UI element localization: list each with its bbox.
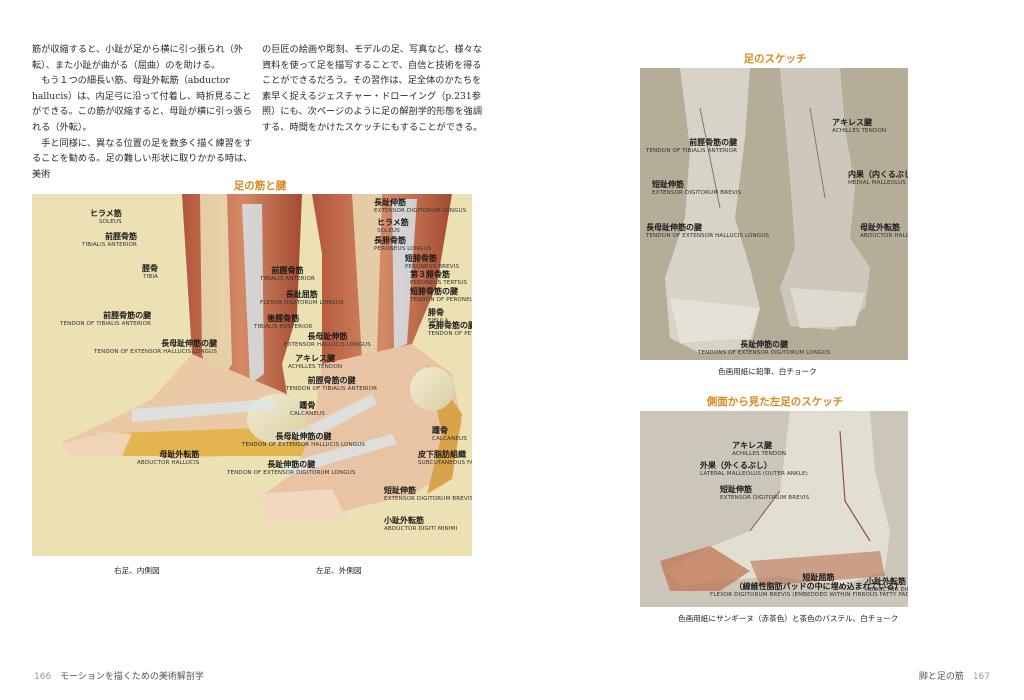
sketch2-title: 側面から見た左足のスケッチ xyxy=(706,396,844,408)
page-number-right: 167 xyxy=(972,672,990,682)
sketch1-label-medial-malleolus: 内果（内くるぶし）MEDIAL MALLEOLUS (INNER ANKLE) xyxy=(848,170,908,186)
chapter-title: 脚と足の筋 xyxy=(918,672,964,682)
paragraph: 筋が収縮すると、小趾が足から横に引っ張られ（外転）、また小趾が曲がる（屈曲）のを… xyxy=(32,44,243,71)
sketch1-illustration xyxy=(640,68,908,360)
paragraph: 手と同様に、異なる位置の足を数多く描く練習をすることを勧める。足の難しい形状に取… xyxy=(32,137,253,180)
sketch1-caption: 色画用紙に鉛筆、白チョーク xyxy=(718,367,817,376)
main-figure-caption-right: 左足、外側図 xyxy=(316,566,362,575)
page-number-left: 166 xyxy=(34,672,52,682)
sketch2-label-lateral-malleolus: 外果（外くるぶし）LATERAL MALLEOLUS (OUTER ANKLE) xyxy=(700,461,808,477)
left-column-text: 筋が収縮すると、小趾が足から横に引っ張られ（外転）、また小趾が曲がる（屈曲）のを… xyxy=(32,42,258,182)
footer-left: 166 モーションを描くための美術解剖学 xyxy=(28,669,204,682)
book-title: モーションを描くための美術解剖学 xyxy=(60,672,204,682)
paragraph: の巨匠の絵画や彫刻、モデルの足、写真など、様々な資料を使って足を描写することで、… xyxy=(262,44,483,133)
sketch1-title: 足のスケッチ xyxy=(743,53,807,65)
main-figure-title: 足の筋と腱 xyxy=(233,180,287,192)
sketch2-caption: 色画用紙にサンギーヌ（赤茶色）と茶色のパステル、白チョーク xyxy=(678,614,899,623)
footer-right: 脚と足の筋 167 xyxy=(919,669,996,682)
paragraph: もう１つの細長い筋、母趾外転筋（abductor hallucis）は、内足弓に… xyxy=(32,75,252,133)
anatomy-illustration xyxy=(32,194,472,556)
sketch2-label-flexor-digitorum-brevis: 短趾屈筋 （線維性脂肪パッドの中に埋め込まれている） FLEXOR DIGITO… xyxy=(710,573,908,598)
middle-column-text: の巨匠の絵画や彫刻、モデルの足、写真など、様々な資料を使って足を描写することで、… xyxy=(262,42,484,136)
sketch2-illustration xyxy=(640,411,908,607)
main-figure-caption-left: 右足、内側図 xyxy=(114,566,160,575)
